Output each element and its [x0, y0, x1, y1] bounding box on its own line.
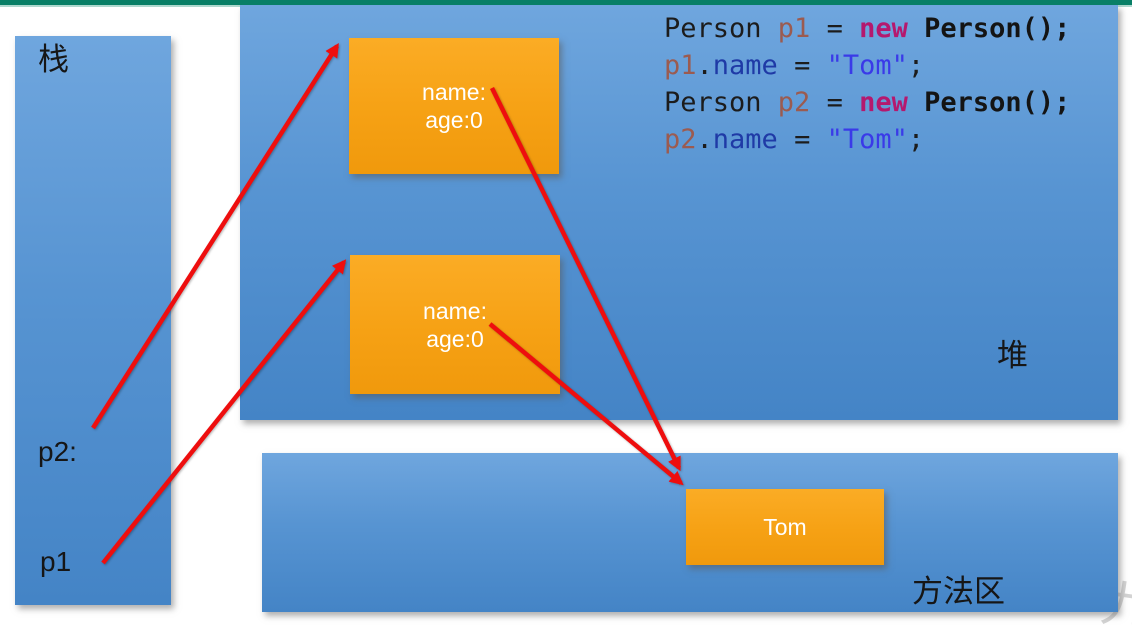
stack-region [15, 36, 171, 605]
p1-variable-label: p1 [40, 546, 72, 577]
p2-variable-label: p2: [38, 436, 77, 467]
code-snippet: Person p1 = new Person(); p1.name = "Tom"… [664, 10, 1070, 158]
tom-string-object: Tom [686, 489, 884, 565]
person-object-2: name: age:0 [350, 255, 560, 394]
object1-age-field: age:0 [425, 107, 483, 133]
object1-name-field: name: [422, 79, 486, 105]
tom-string-value: Tom [763, 514, 807, 540]
object2-name-field: name: [423, 297, 487, 324]
method-area-label: 方法区 [912, 574, 1005, 609]
heap-label: 堆 [997, 338, 1028, 373]
object2-age-field: age:0 [426, 325, 484, 352]
top-green-bar [0, 0, 1132, 5]
code-line: p1.name = "Tom"; [664, 50, 925, 81]
code-line: Person p2 = new Person(); [664, 87, 1071, 118]
person-object-1: name: age:0 [349, 38, 559, 174]
stack-label: 栈 [38, 42, 69, 77]
code-line: p2.name = "Tom"; [664, 124, 925, 155]
code-line: Person p1 = new Person(); [664, 13, 1071, 44]
